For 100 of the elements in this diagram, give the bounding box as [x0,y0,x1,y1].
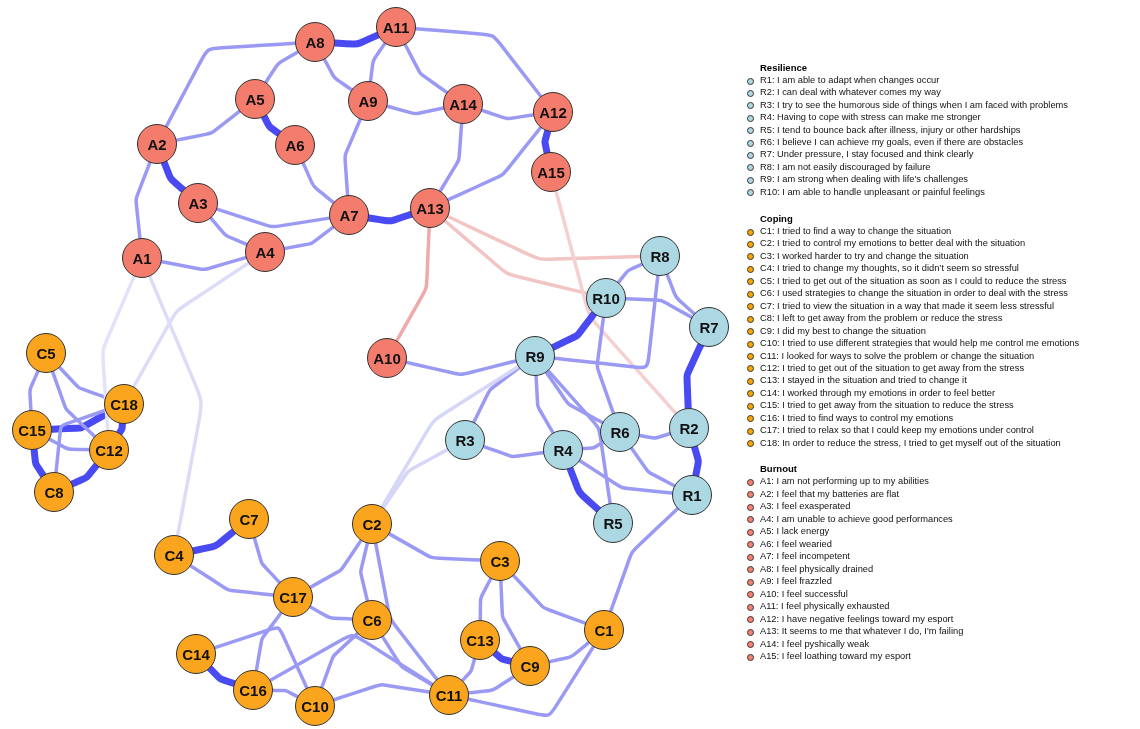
network-edge [414,26,543,98]
network-edge [28,369,40,412]
legend-text: C3: I worked harder to try and change the situation [760,250,969,262]
legend-text: R6: I believe I can achieve my goals, even if there are obstacles [760,137,1024,148]
network-edge [460,657,477,683]
network-edge [616,262,644,285]
node-label: R8 [650,247,670,265]
node-label: C4 [164,546,184,564]
legend-text: R1: I am able to adapt when changes occur [760,75,940,86]
node-circle [376,7,416,47]
legend-text: C9: I did my best to change the situation [760,325,926,337]
node-label: R6 [610,423,630,441]
network-edge [534,374,555,435]
legend-text: C17: I tried to relax so that I could keep my emotions under control [760,425,1034,437]
network-edge [332,683,431,702]
node-label: A13 [416,199,444,217]
network-edge [467,675,515,695]
node-label: A9 [358,92,378,110]
node-label: A2 [147,135,167,153]
node-label: A5 [245,90,265,108]
node-circle [229,499,269,539]
network-edge [320,631,360,689]
node-label: C6 [362,611,382,629]
node-label: C5 [36,344,56,362]
network-edge [553,274,660,370]
network-edge [443,219,589,296]
network-edge [404,359,518,376]
node-circle [34,472,74,512]
network-edge [215,207,331,229]
node-label: A4 [255,243,275,261]
network-edge [544,370,605,425]
legend-text: R8: I am not easily discouraged by failure [760,161,931,173]
legend-text: A12: I have negative feelings toward my esport [760,613,954,625]
node-label: A6 [285,136,305,154]
node-label: C14 [182,645,210,663]
network-edge [380,364,520,509]
legend-text: A6: I feel wearied [760,538,832,550]
network-edge [47,437,91,452]
network-edge [629,446,677,488]
node-circle [348,81,388,121]
legend-text: A2: I feel that my batteries are flat [760,488,899,500]
node-circle [584,610,624,650]
network-edge [511,573,587,625]
network-edge [381,447,450,510]
node-label: A11 [382,18,410,36]
node-label: A1 [132,249,152,267]
network-edge [260,113,283,137]
node-circle [295,686,335,726]
node-circle [531,152,571,192]
node-label: R5 [603,514,623,532]
network-edge [254,611,283,673]
node-circle [26,333,66,373]
legend-text: A14: I feel pyshically weak [760,638,870,650]
node-label: A14 [449,95,477,113]
legend-text: A9: I feel frazzled [760,576,832,587]
node-label: C10 [301,697,329,715]
network-edge [308,605,354,621]
node-label: C17 [279,588,307,606]
node-label: A15 [537,163,565,181]
network-edge [665,272,696,316]
node-circle [460,620,500,660]
network-edge [446,214,642,262]
network-edge [624,297,694,319]
node-label: C18 [110,395,138,413]
legend-text: R3: I try to see the humorous side of things when I am faced with problems [760,99,1068,111]
legend-text: A1: I am not performing up to my abilities [760,476,929,487]
node-label: C11 [435,686,463,704]
network-edge [554,189,678,415]
network-edge [132,261,251,389]
node-label: A12 [539,103,567,121]
node-circle [510,646,550,686]
network-edge [159,255,248,272]
network-edge [160,159,187,194]
network-edge [271,688,300,699]
node-label: A10 [373,349,401,367]
network-edge [446,125,543,202]
network-edge [380,635,434,687]
legend-text: C1: I tried to find a way to change the situation [760,226,952,237]
network-edge [50,370,97,438]
legend-text: R9: I am strong when dealing with life's challenges [760,174,968,186]
node-label: R9 [525,347,545,365]
network-edge [174,109,241,142]
node-circle [295,22,335,62]
node-label: C3 [490,552,510,570]
legend-text: C5: I tried to get out of the situation as soon as I could to reduce the stress [760,275,1067,287]
network-edge [264,50,300,84]
network-edge [206,664,238,688]
legend-text: C12: I tried to get out of the situation to get away from the stress [760,362,1025,374]
node-circle [176,634,216,674]
node-circle [154,535,194,575]
node-circle [593,503,633,543]
legend-heading: Burnout [760,463,797,474]
node-label: C2 [362,515,382,533]
legend-text: R7: Under pressure, I stay focused and think clearly [760,149,974,161]
network-edge [385,104,446,116]
network-edge [282,225,335,251]
network-edge [252,536,282,585]
network-edge [438,122,464,193]
node-circle [443,84,483,124]
network-edge [209,216,249,247]
